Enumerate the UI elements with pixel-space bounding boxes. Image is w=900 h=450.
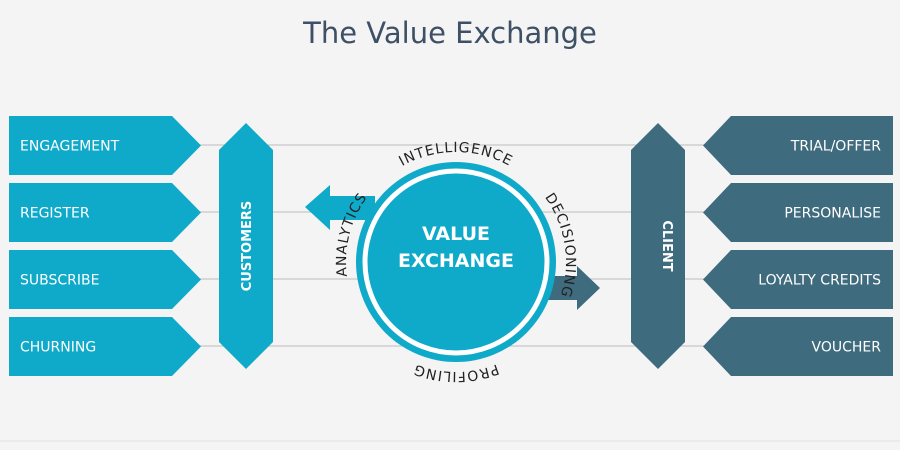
left-arrow-icon [305,185,375,230]
left-item-shape [9,250,201,309]
right-item-shape [703,317,893,376]
left-item-label: SUBSCRIBE [20,273,99,289]
right-item-shape [703,250,893,309]
left-item-label: REGISTER [20,206,90,222]
customers-hub [219,123,273,369]
left-item-label: CHURNING [20,340,96,356]
page-title: The Value Exchange [303,16,597,50]
left-item-shape [9,183,201,242]
right-item-label: TRIAL/OFFER [790,139,881,155]
client-label: CLIENT [659,220,674,271]
client-hub [631,123,685,369]
left-item-label: ENGAGEMENT [20,139,120,155]
right-item-shape [703,116,893,175]
right-item-shape [703,183,893,242]
right-item-label: LOYALTY CREDITS [758,273,881,289]
center-line2: EXCHANGE [398,250,514,272]
customers-label: CUSTOMERS [240,201,255,292]
right-item-label: VOUCHER [812,340,882,356]
ring-label-bottom: PROFILING [411,360,501,384]
left-item-shape [9,116,201,175]
center-line1: VALUE [422,223,490,245]
left-item-shape [9,317,201,376]
inner-ring [362,168,550,356]
right-item-label: PERSONALISE [784,206,881,222]
value-exchange-circle [356,162,556,362]
right-arrow-icon [540,266,600,310]
